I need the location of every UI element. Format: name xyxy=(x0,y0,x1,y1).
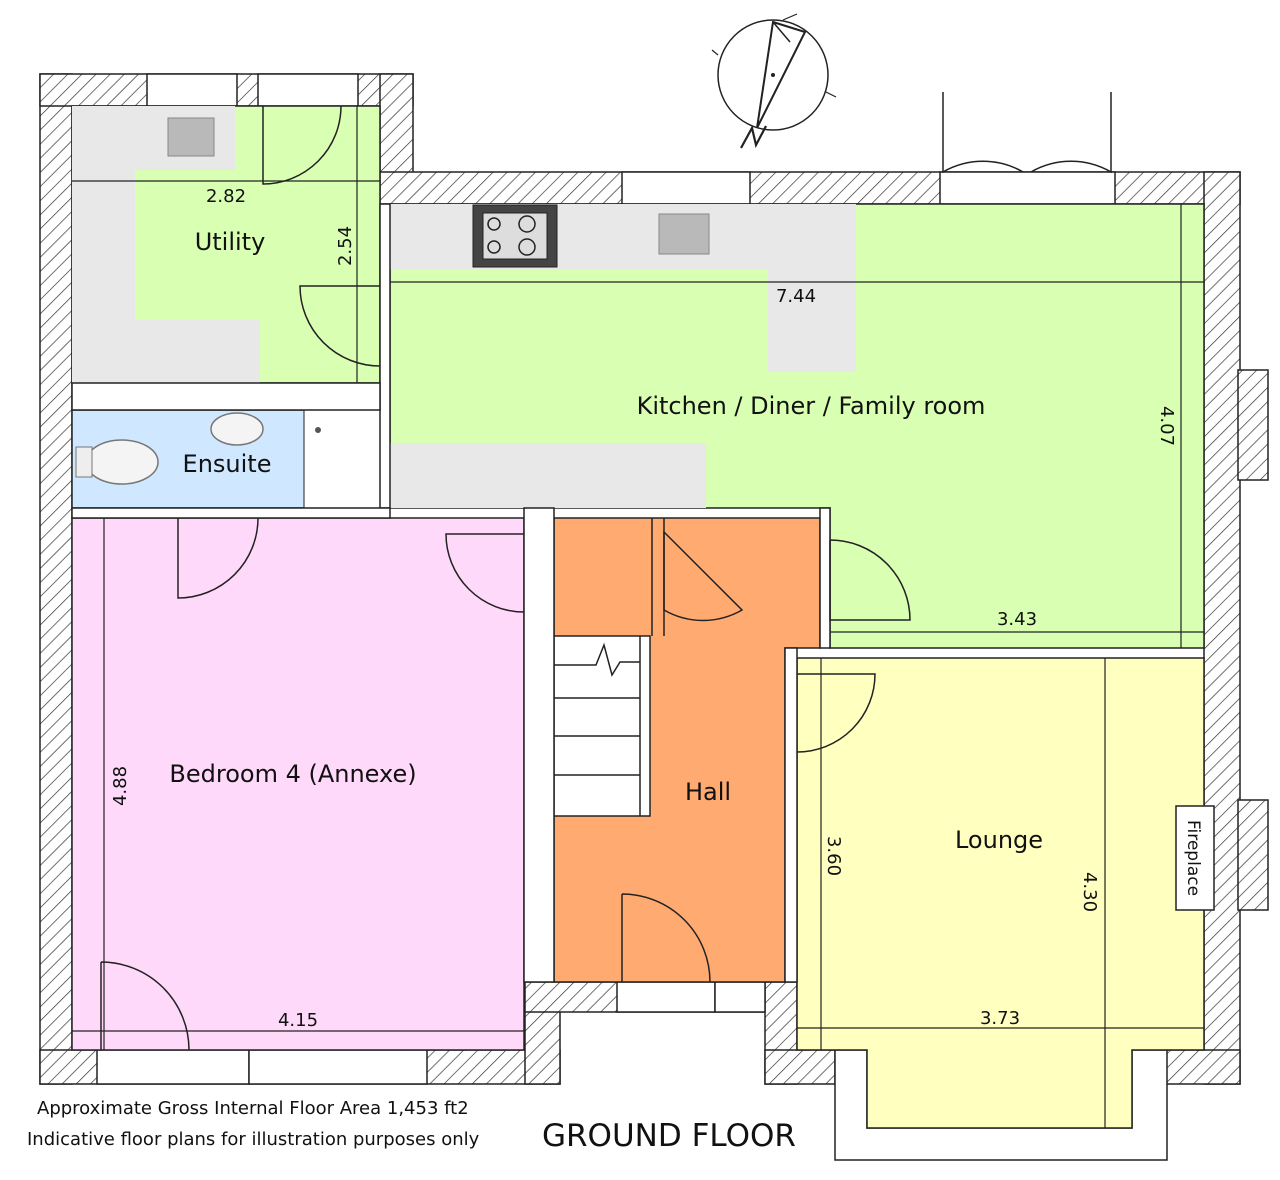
kitchen-label: Kitchen / Diner / Family room xyxy=(637,392,986,420)
dimension-lines xyxy=(72,106,1204,1128)
utility-depth: 2.54 xyxy=(335,226,356,266)
floor-title: GROUND FLOOR xyxy=(542,1118,796,1154)
utility-width: 2.82 xyxy=(206,186,246,207)
kitchen-width: 7.44 xyxy=(776,286,816,307)
kitchen-width-lower: 3.43 xyxy=(997,609,1037,630)
disclaimer-text: Indicative floor plans for illustration … xyxy=(27,1129,480,1150)
fireplace-label: Fireplace xyxy=(1183,820,1203,896)
bedroom-depth: 4.88 xyxy=(110,766,131,806)
lounge-depth-left: 3.60 xyxy=(823,836,844,876)
compass-icon xyxy=(711,13,837,149)
lounge-depth: 4.30 xyxy=(1079,872,1100,912)
staircase xyxy=(553,518,665,817)
bedroom-label: Bedroom 4 (Annexe) xyxy=(169,760,416,788)
fireplace xyxy=(1175,805,1215,911)
ensuite-label: Ensuite xyxy=(183,450,272,478)
lounge-label: Lounge xyxy=(955,826,1043,854)
bedroom-room xyxy=(71,517,525,1051)
inner-walls xyxy=(71,203,831,983)
sink-icon xyxy=(658,213,710,255)
lounge-room xyxy=(796,657,1205,1129)
windows xyxy=(96,73,1168,1161)
area-text: Approximate Gross Internal Floor Area 1,… xyxy=(37,1098,469,1119)
utility-label: Utility xyxy=(195,228,266,256)
doors xyxy=(100,92,1112,1051)
bedroom-width: 4.15 xyxy=(278,1010,318,1031)
hall-label: Hall xyxy=(685,778,731,806)
kitchen-depth: 4.07 xyxy=(1156,406,1177,446)
lounge-width: 3.73 xyxy=(980,1008,1020,1029)
hob-icon xyxy=(472,204,558,268)
